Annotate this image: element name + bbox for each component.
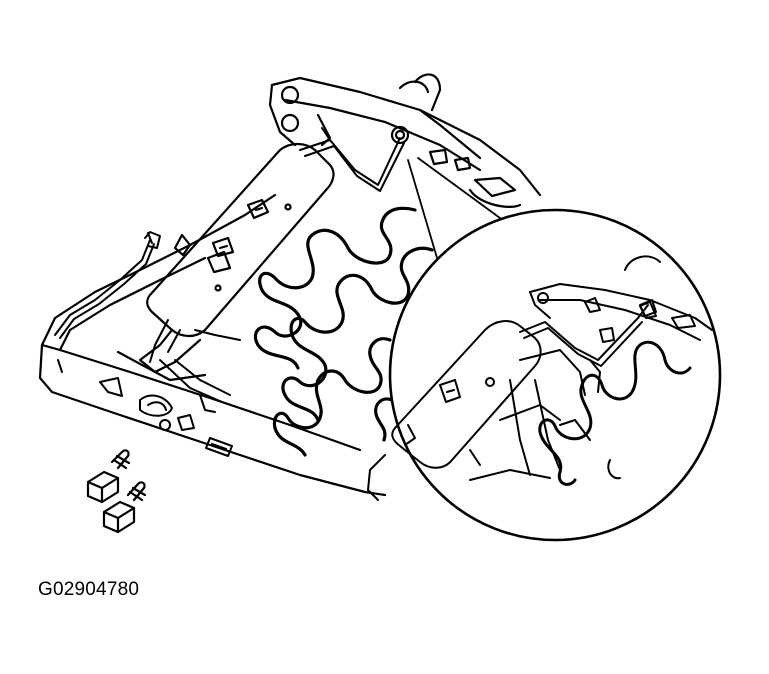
pad-rods bbox=[149, 319, 241, 403]
detail-magnified-view bbox=[388, 208, 722, 542]
front-frame-details bbox=[57, 359, 233, 457]
figure-code-label: G02904780 bbox=[38, 579, 140, 600]
bolt-1 bbox=[86, 449, 131, 504]
side-wire bbox=[367, 454, 386, 501]
seat-frame bbox=[38, 73, 542, 497]
seat-springs bbox=[253, 206, 434, 457]
bolt-2 bbox=[102, 481, 147, 534]
detail-leader-lines bbox=[407, 157, 501, 269]
wire-harness bbox=[54, 127, 405, 339]
sensor-pad bbox=[116, 142, 335, 382]
